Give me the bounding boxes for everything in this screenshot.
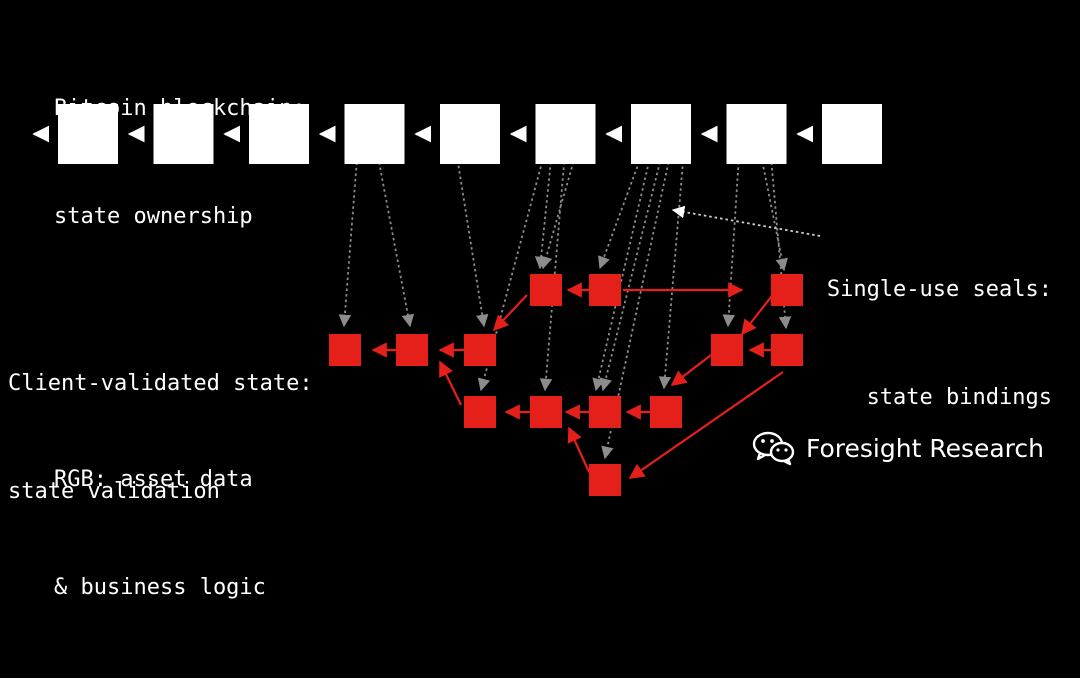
client-label-line-1: Client-validated state: <box>8 371 313 396</box>
brand-watermark: Foresight Research <box>752 428 1044 468</box>
state-node <box>464 334 496 366</box>
seal-arrow <box>338 145 359 328</box>
state-node <box>589 274 621 306</box>
state-arrow <box>439 360 462 406</box>
state-arrow <box>741 291 776 336</box>
state-node <box>396 334 428 366</box>
state-node <box>530 396 562 428</box>
rgb-label: RGB: asset data & business logic <box>54 390 266 678</box>
state-arrow <box>492 294 528 332</box>
bitcoin-label-line-2: state ownership <box>54 204 253 229</box>
bitcoin-block <box>344 104 405 164</box>
seals-label-line-1: Single-use seals: <box>826 277 1052 302</box>
bitcoin-label-line-1: Bitcoin blockchain: <box>54 96 306 121</box>
blockchain-diagram <box>32 104 882 496</box>
bitcoin-label: Bitcoin blockchain: state ownership <box>54 19 306 307</box>
seal-arrow <box>454 143 489 328</box>
state-node <box>589 464 621 496</box>
state-arrow <box>670 354 712 386</box>
seal-arrow <box>375 145 415 328</box>
bitcoin-block <box>535 104 596 164</box>
bitcoin-block <box>822 104 882 164</box>
state-node <box>650 396 682 428</box>
rgb-label-line-2: & business logic <box>54 575 266 600</box>
state-node <box>530 274 562 306</box>
state-node <box>464 396 496 428</box>
bitcoin-block <box>631 104 691 164</box>
wechat-icon <box>752 431 795 466</box>
seal-arrows <box>338 139 821 460</box>
state-node <box>771 274 803 306</box>
rgb-label-line-1: RGB: asset data <box>54 467 253 492</box>
state-arrows <box>371 282 784 479</box>
seal-pointer-arrow <box>671 205 821 237</box>
bitcoin-blocks <box>58 104 882 164</box>
bitcoin-block <box>249 104 309 164</box>
seals-label: Single-use seals: state bindings <box>827 200 1052 488</box>
seal-arrow <box>540 145 579 270</box>
brand-name: Foresight Research <box>806 433 1045 463</box>
state-nodes <box>329 274 803 496</box>
state-node <box>589 396 621 428</box>
seal-arrow <box>722 139 741 328</box>
bitcoin-block <box>726 104 787 164</box>
seal-arrow <box>658 149 685 390</box>
seal-arrow <box>592 139 655 392</box>
state-arrow <box>628 371 784 479</box>
bitcoin-block <box>153 104 214 164</box>
diagram-stage: Bitcoin blockchain: state ownership Sing… <box>8 19 1052 600</box>
bitcoin-block <box>58 104 118 164</box>
state-arrow <box>567 426 591 473</box>
state-node <box>329 334 361 366</box>
state-node <box>771 334 803 366</box>
seal-arrow <box>539 139 567 392</box>
seals-label-line-2: state bindings <box>866 385 1052 410</box>
seal-arrow <box>599 145 665 392</box>
state-node <box>711 334 743 366</box>
bitcoin-block <box>440 104 500 164</box>
